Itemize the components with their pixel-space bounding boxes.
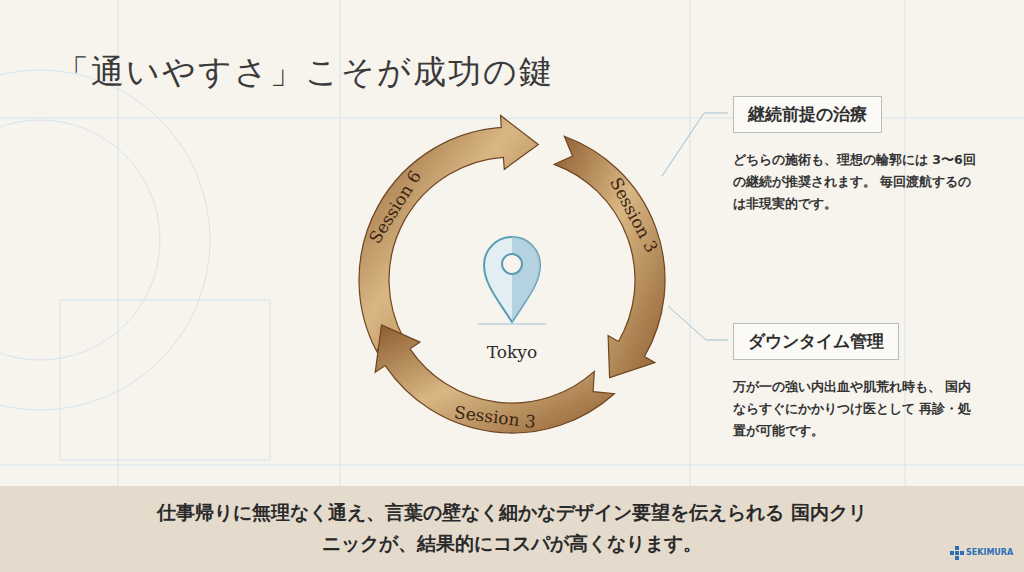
body-text: どちらの施術も、理想の輪郭には 3〜6回の継続が推奨されます。 毎回渡航するのは… bbox=[733, 149, 978, 215]
heading-box: 継続前提の治療 bbox=[733, 96, 882, 133]
session-label: Session 6 bbox=[365, 167, 425, 247]
place-name: Tokyo bbox=[487, 342, 537, 362]
body-text: 万が一の強い内出血や肌荒れ時も、 国内ならすぐにかかりつけ医として 再診・処置が… bbox=[733, 376, 978, 442]
cycle-arrow bbox=[554, 136, 665, 377]
slide-title: 「通いやすさ」こそが成功の鍵 bbox=[56, 50, 554, 95]
session-label: Session 3 bbox=[606, 174, 662, 256]
caption-band bbox=[0, 486, 1024, 572]
heading-box: ダウンタイム管理 bbox=[733, 323, 899, 360]
logo-text: SEKIMURA bbox=[966, 548, 1013, 557]
logo-mark bbox=[950, 546, 964, 560]
info-block: 継続前提の治療どちらの施術も、理想の輪郭には 3〜6回の継続が推奨されます。 毎… bbox=[733, 96, 978, 215]
info-block: ダウンタイム管理万が一の強い内出血や肌荒れ時も、 国内ならすぐにかかりつけ医とし… bbox=[733, 323, 978, 442]
cycle-arrow bbox=[375, 325, 614, 433]
caption-text: 仕事帰りに無理なく通え、言葉の壁なく細かなデザイン要望を伝えられる 国内クリニッ… bbox=[154, 497, 870, 559]
map-pin bbox=[478, 237, 546, 324]
session-label: Session 3 bbox=[453, 402, 537, 432]
